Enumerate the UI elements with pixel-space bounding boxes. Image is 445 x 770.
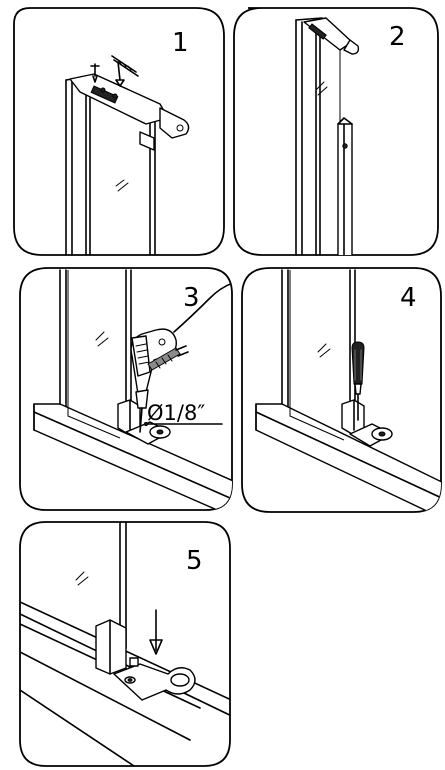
step-2-panel: 2: [233, 7, 439, 256]
step-4-panel: 4: [241, 267, 442, 513]
step-1-illustration: [65, 55, 190, 255]
step-5-panel: 5: [19, 521, 231, 767]
step-4-number: 4: [400, 283, 417, 313]
step-5-illustration: [20, 522, 230, 766]
step-2-number: 2: [389, 22, 406, 52]
step-5-number: 5: [186, 546, 203, 576]
drill-bit-size-label: Ø1/8″: [147, 401, 205, 425]
step-4-illustration: [255, 269, 441, 512]
step-3-panel: 3 Ø1/8″: [19, 267, 233, 511]
step-3-number: 3: [183, 283, 200, 313]
step-2-illustration: [295, 17, 360, 255]
step-1-panel: 1: [13, 7, 225, 256]
step-1-number: 1: [172, 28, 189, 58]
step-3-illustration: [33, 269, 232, 510]
